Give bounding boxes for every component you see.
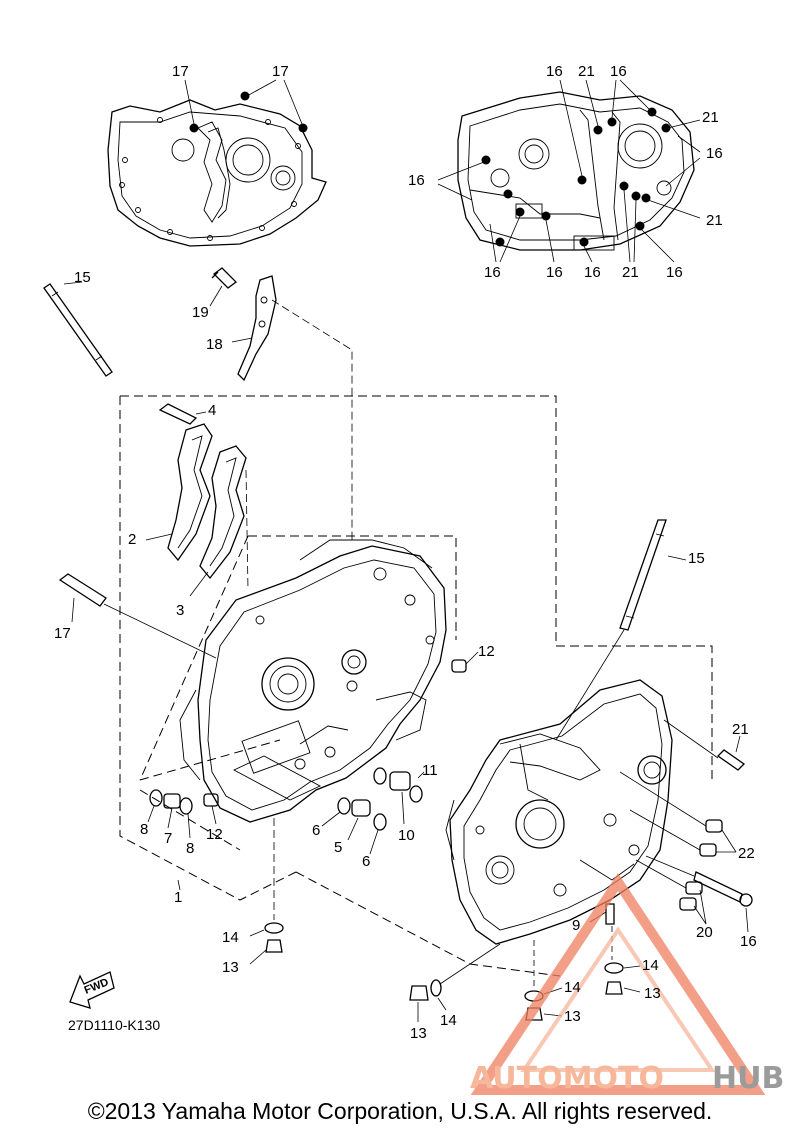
callout: 14 — [222, 929, 239, 946]
callout: 21 — [702, 109, 719, 126]
callout: 6 — [362, 853, 370, 870]
bolt-4 — [158, 403, 207, 425]
drawing-code: 27D1110-K130 — [68, 1017, 160, 1033]
callout: 13 — [644, 985, 661, 1002]
callout: 21 — [732, 721, 749, 738]
copyright-notice: ©2013 Yamaha Motor Corporation, U.S.A. A… — [87, 1098, 713, 1124]
callout: 21 — [706, 212, 723, 229]
dowels-orings-left — [147, 651, 479, 855]
callout: 14 — [642, 957, 659, 974]
inset-left-crankcase — [107, 79, 327, 247]
callout: 16 — [546, 63, 563, 80]
gaskets-2-3 — [145, 423, 249, 597]
stud-bolt-right — [555, 519, 687, 741]
inset-right-crankcase — [437, 79, 701, 263]
callout: 16 — [666, 264, 683, 281]
callout: 14 — [440, 1012, 457, 1029]
callout: 15 — [688, 550, 705, 567]
callout: 13 — [564, 1008, 581, 1025]
fwd-arrow-icon: FWD — [69, 971, 115, 1009]
callout: 16 — [408, 172, 425, 189]
stud-bolt-left — [43, 281, 113, 377]
right-hardware — [619, 719, 753, 933]
callout: 17 — [172, 63, 189, 80]
callout: 10 — [398, 827, 415, 844]
callout: 12 — [206, 826, 223, 843]
callout: 16 — [706, 145, 723, 162]
callout: 16 — [610, 63, 627, 80]
callout: 16 — [546, 264, 563, 281]
callout: 13 — [410, 1025, 427, 1042]
bolt-17-long — [58, 573, 217, 659]
callout: 15 — [74, 269, 91, 286]
callout: 14 — [564, 979, 581, 996]
callout: 6 — [312, 822, 320, 839]
callout: 4 — [208, 402, 216, 419]
callout: 5 — [334, 839, 342, 856]
bolt-19-plate-18 — [209, 267, 353, 540]
callout: 16 — [484, 264, 501, 281]
callout: 17 — [54, 625, 71, 642]
callout: 13 — [222, 959, 239, 976]
callout: 3 — [176, 602, 184, 619]
callout: 8 — [186, 840, 194, 857]
callout: 9 — [572, 917, 580, 934]
callout: 17 — [272, 63, 289, 80]
callout-labels: 17 17 16 21 16 21 16 16 21 16 16 16 21 1… — [54, 63, 757, 1042]
callout: 1 — [174, 889, 182, 906]
callout: 16 — [584, 264, 601, 281]
callout: 7 — [164, 830, 172, 847]
callout: 8 — [140, 821, 148, 838]
crankcase-right-half — [445, 679, 673, 945]
callout: 20 — [696, 924, 713, 941]
watermark-text-hub: HUB — [712, 1061, 784, 1096]
crankcase-left-half — [179, 539, 447, 823]
watermark-text-automoto: AUTOMOTO — [470, 1061, 664, 1096]
fwd-label: FWD — [83, 976, 111, 997]
callout: 22 — [738, 845, 755, 862]
callout: 16 — [740, 933, 757, 950]
callout: 12 — [478, 643, 495, 660]
callout: 11 — [422, 762, 438, 779]
callout: 19 — [192, 304, 209, 321]
watermark-logo: AUTOMOTO HUB — [470, 872, 784, 1096]
callout: 18 — [206, 336, 223, 353]
callout: 2 — [128, 531, 136, 548]
callout: 21 — [622, 264, 639, 281]
callout: 21 — [578, 63, 595, 80]
